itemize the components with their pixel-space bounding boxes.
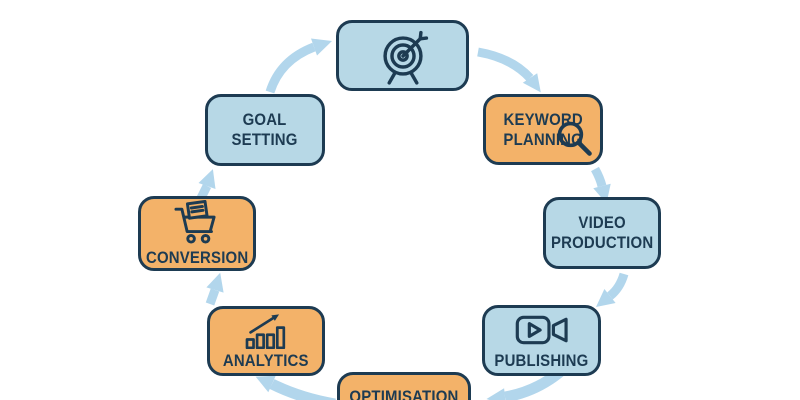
- video-camera-icon: [510, 311, 574, 349]
- node-label: GOAL SETTING: [231, 110, 299, 149]
- magnifier-icon: [555, 119, 595, 159]
- node-label: PUBLISHING: [494, 350, 589, 370]
- arrow-goal-to-target: [265, 42, 316, 94]
- node-label: OPTIMISATION: [349, 387, 459, 400]
- node-analytics: ANALYTICS: [207, 306, 325, 376]
- node-publishing: PUBLISHING: [482, 305, 601, 376]
- dartboard-target-icon: [365, 25, 441, 87]
- node-label: CONVERSION: [145, 247, 249, 267]
- bar-chart-icon: [235, 311, 297, 350]
- arrow-optimisation-to-analytics: [269, 379, 336, 400]
- node-keyword-planning: KEYWORD PLANNING: [483, 94, 603, 165]
- node-label: ANALYTICS: [223, 351, 309, 371]
- node-conversion: CONVERSION: [138, 196, 256, 271]
- node-video-production: VIDEO PRODUCTION: [543, 197, 661, 269]
- arrow-analytics-to-conversion: [205, 288, 220, 306]
- arrow-target-to-keyword: [477, 47, 534, 82]
- node-optimisation: OPTIMISATION: [337, 372, 471, 400]
- arrow-video-to-publishing: [607, 272, 629, 300]
- node-target: [336, 20, 469, 91]
- shopping-cart-icon: [168, 199, 226, 246]
- arrow-keyword-to-video: [591, 166, 607, 188]
- node-goal-setting: GOAL SETTING: [205, 94, 325, 166]
- node-label: VIDEO PRODUCTION: [550, 213, 654, 252]
